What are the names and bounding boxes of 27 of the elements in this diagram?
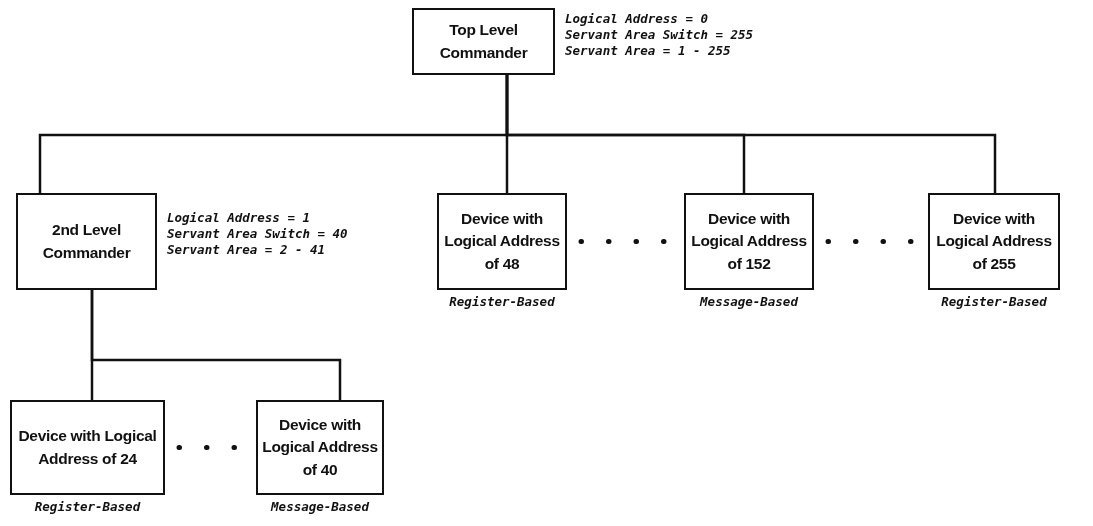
address-note: Servant Area Switch = 255 xyxy=(565,27,754,43)
commander-box xyxy=(16,193,157,290)
commander-box xyxy=(412,8,555,75)
device-type-label: Message-Based xyxy=(269,499,371,515)
device-type-label: Register-Based xyxy=(448,294,556,310)
device-box xyxy=(684,193,814,290)
node-label: Device with Logical Address of 24 xyxy=(17,426,158,469)
node-label: Device with Logical Address of 48 xyxy=(443,208,561,274)
device-type-label: Register-Based xyxy=(33,499,142,515)
address-note: Servant Area = 2 - 41 xyxy=(167,242,326,258)
connector-line xyxy=(90,290,342,400)
address-note: Logical Address = 1 xyxy=(167,210,310,226)
address-note: Logical Address = 0 xyxy=(565,11,708,27)
device-type-label: Message-Based xyxy=(698,294,800,310)
node-label: Device with Logical Address of 255 xyxy=(935,208,1053,274)
device-box xyxy=(928,193,1060,290)
address-note: Servant Area Switch = 40 xyxy=(167,226,348,242)
address-note: Servant Area = 1 - 255 xyxy=(565,43,731,59)
node-label: Device with Logical Address of 40 xyxy=(261,414,379,480)
device-type-label: Register-Based xyxy=(940,294,1048,310)
node-label: Top Level Commander xyxy=(438,20,529,63)
device-box xyxy=(256,400,384,495)
node-label: Device with Logical Address of 152 xyxy=(690,208,808,274)
device-box xyxy=(437,193,567,290)
node-label: 2nd Level Commander xyxy=(41,220,132,263)
device-box xyxy=(10,400,165,495)
connector-line xyxy=(505,75,997,193)
